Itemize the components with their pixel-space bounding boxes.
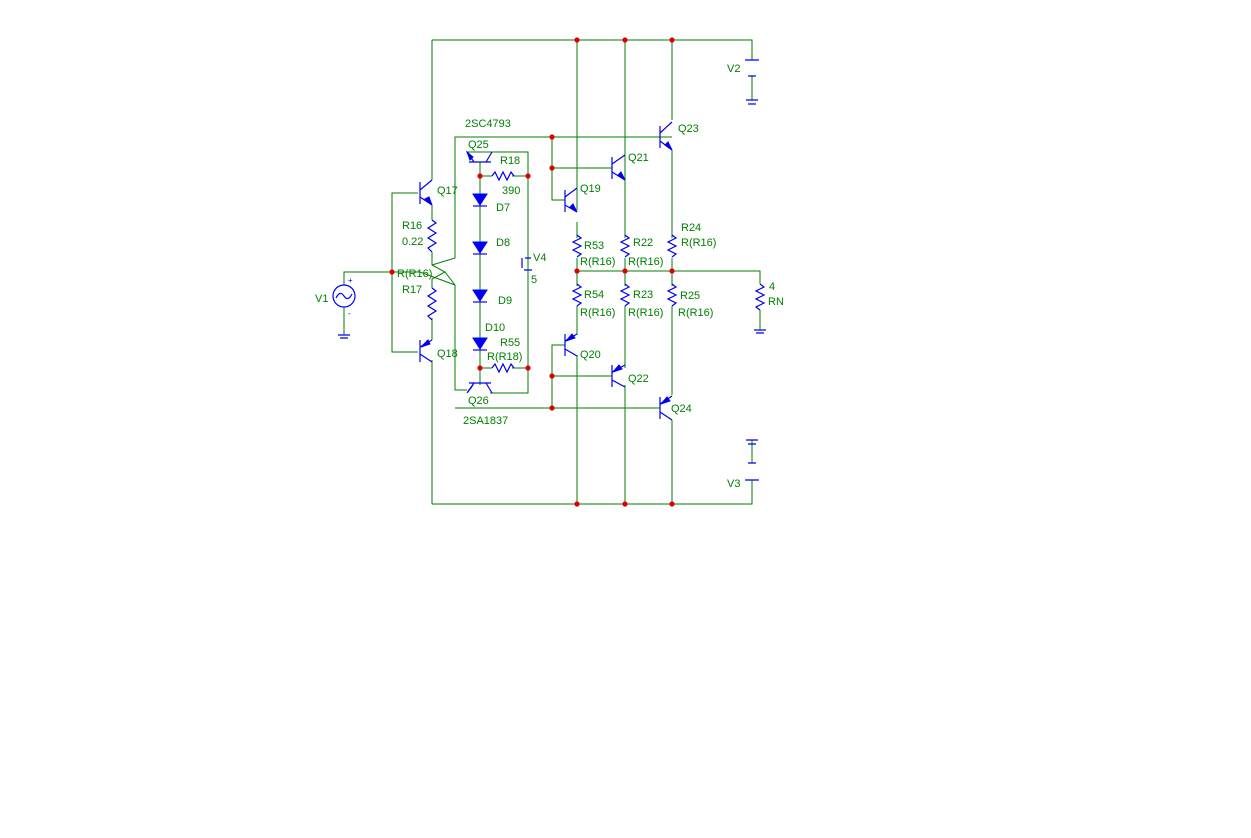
label-v1: V1 [315,293,328,305]
label-q19: Q19 [580,183,601,195]
label-q26-model: 2SA1837 [463,415,508,427]
junctions [389,37,675,507]
label-r24-value: R(R16) [681,237,716,249]
label-rn: RN [768,296,784,308]
transistor-q20 [564,333,578,357]
resistor-r17 [426,287,438,321]
transistor-q26 [466,382,493,394]
label-d7: D7 [496,202,510,214]
diode-d8 [472,241,488,255]
label-r53-value: R(R16) [580,256,615,268]
label-v4: V4 [533,252,546,264]
voltage-source-v1: + - [332,276,356,339]
label-r25-value: R(R16) [678,307,713,319]
label-q23: Q23 [678,123,699,135]
transistor-q23 [659,121,673,151]
label-q25: Q25 [468,139,489,151]
resistor-r53 [571,234,583,258]
resistor-r54 [571,283,583,307]
diode-d10 [472,337,488,351]
v1-minus: - [348,309,351,318]
label-r18: R18 [500,155,520,167]
label-r54-value: R(R16) [580,307,615,319]
label-r55: R55 [500,337,520,349]
label-r18-value: 390 [502,185,520,197]
label-d8: D8 [496,237,510,249]
ground-rn [754,329,766,334]
diode-d9 [472,289,488,303]
transistor-q21 [611,154,626,181]
resistor-r25 [666,283,678,307]
labels: Q17 Q18 Q19 Q20 Q21 Q22 Q23 Q24 Q25 Q26 … [315,63,784,490]
label-q18: Q18 [437,348,458,360]
label-q22: Q22 [628,373,649,385]
label-q24: Q24 [671,403,692,415]
resistor-r23 [619,283,631,307]
label-v2: V2 [727,63,740,75]
label-v3: V3 [727,478,740,490]
battery-v3 [745,439,759,481]
resistor-r16 [426,219,438,253]
label-r23-value: R(R16) [628,307,663,319]
v1-plus: + [348,276,353,285]
transistor-q17 [419,179,433,206]
label-q17: Q17 [437,185,458,197]
label-d10: D10 [485,322,505,334]
label-d9: D9 [498,295,512,307]
transistor-q22 [611,364,626,388]
resistor-r18 [491,170,515,182]
label-r17: R17 [402,284,422,296]
label-v4-value: 5 [531,274,537,286]
label-r16-value: 0.22 [402,236,423,248]
battery-v4 [521,257,532,271]
label-q21: Q21 [628,152,649,164]
label-r22: R22 [633,237,653,249]
label-r16-ref: R(R16) [397,268,432,280]
wires [343,39,761,505]
label-r25: R25 [680,290,700,302]
transistor-q19 [564,187,578,213]
battery-v2 [745,59,759,105]
label-q20: Q20 [580,349,601,361]
label-r55-value: R(R18) [487,351,522,363]
transistor-q25 [465,150,493,163]
label-q25-model: 2SC4793 [465,118,511,130]
label-r53: R53 [584,240,604,252]
label-r16: R16 [402,220,422,232]
label-r22-value: R(R16) [628,256,663,268]
resistor-r55 [491,362,515,374]
resistor-r24 [666,234,678,258]
transistor-q18 [419,339,433,363]
label-r54: R54 [584,289,604,301]
label-r23: R23 [633,289,653,301]
diode-d7 [472,193,488,207]
label-r24: R24 [681,222,701,234]
label-rn-value: 4 [769,281,775,293]
transistor-q24 [659,395,673,421]
resistor-rn [754,283,766,311]
label-q26: Q26 [468,395,489,407]
resistor-r22 [619,234,631,258]
